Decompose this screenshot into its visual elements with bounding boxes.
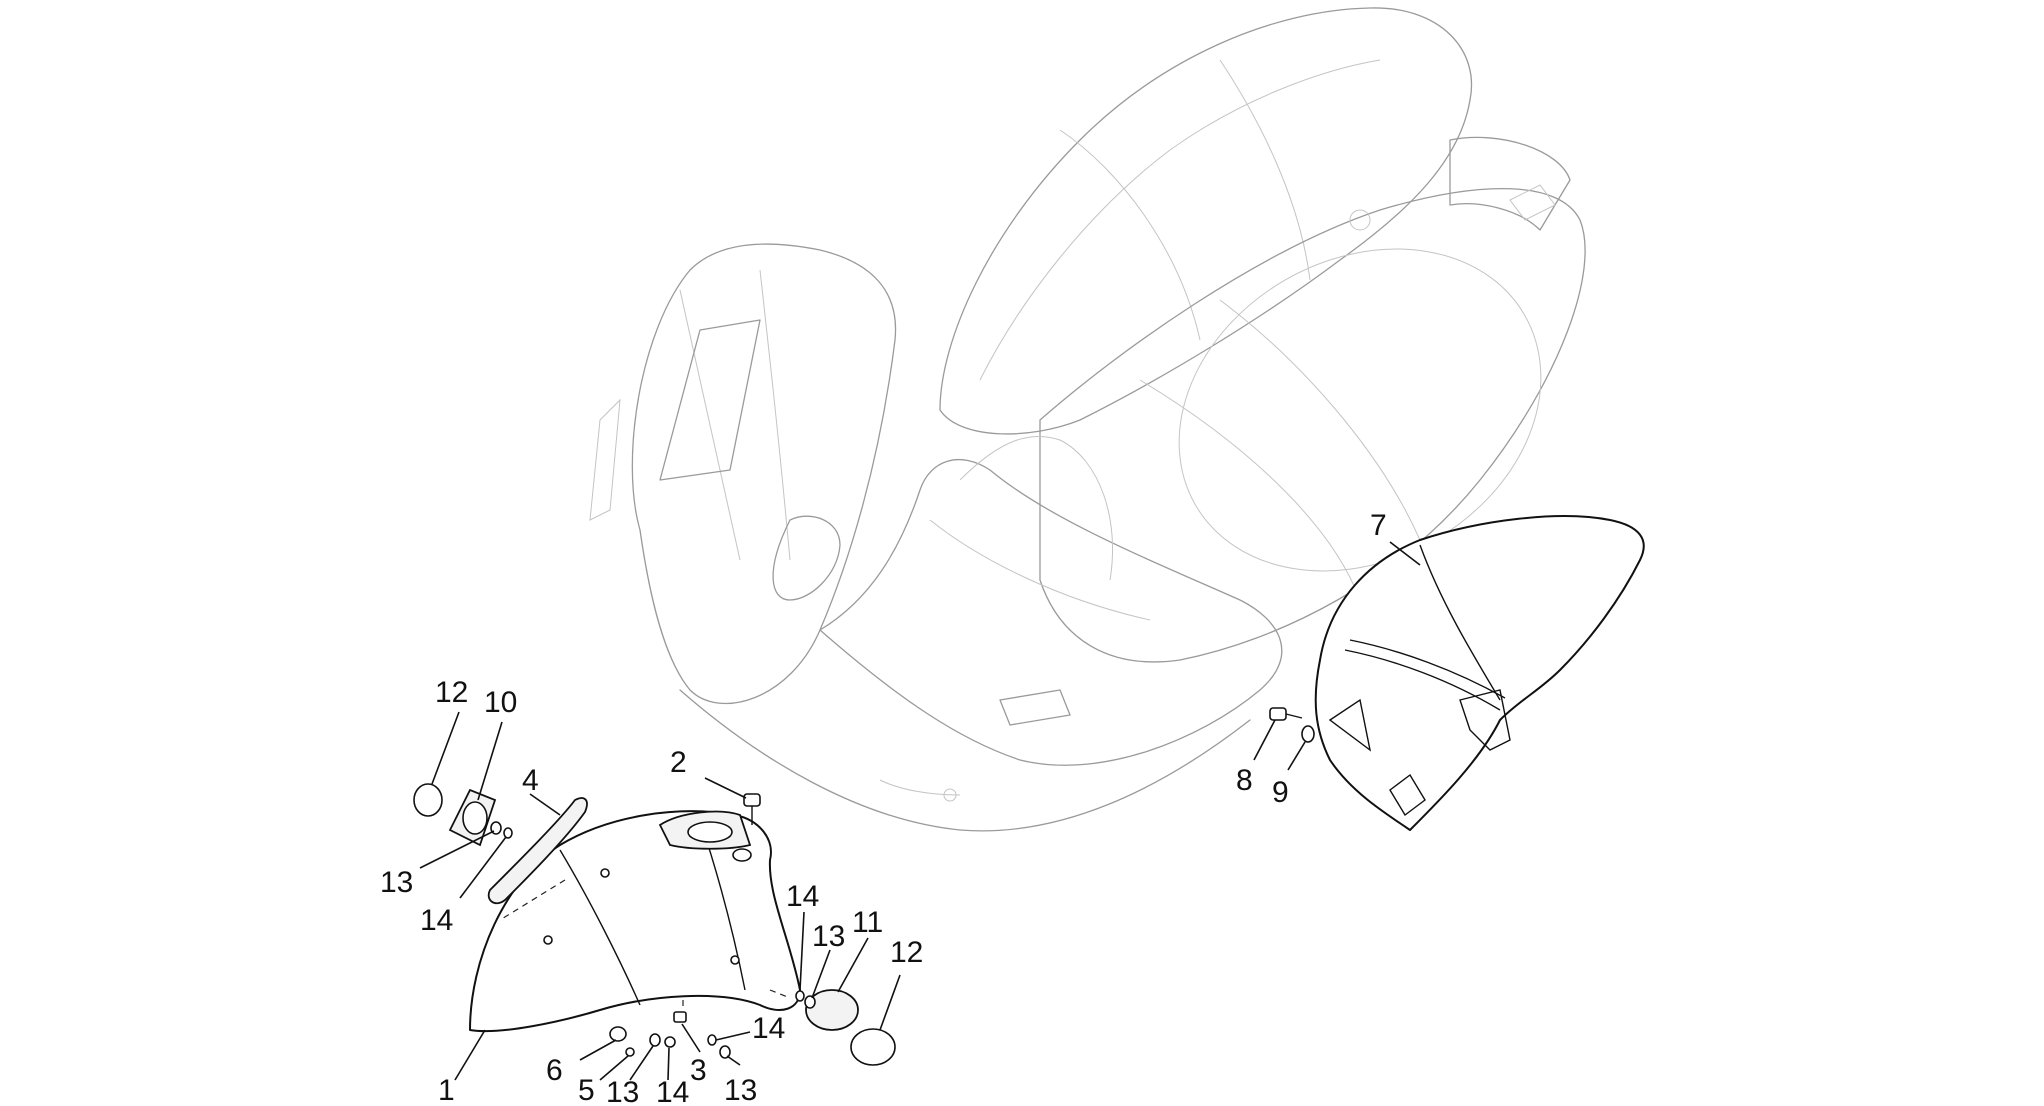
callout-14-lower-b: 14 — [752, 1012, 785, 1045]
part-1-front-mudguard — [469, 810, 801, 1033]
part-8-screw — [1269, 707, 1303, 721]
part-14-washer-lower-a — [664, 1036, 676, 1048]
part-13-nut-lower-b — [719, 1045, 731, 1059]
callout-9: 9 — [1272, 776, 1289, 809]
part-5-screw — [625, 1047, 635, 1057]
callout-12-left: 12 — [435, 676, 468, 709]
callout-11: 11 — [852, 906, 883, 939]
callout-12-right: 12 — [890, 936, 923, 969]
callout-6: 6 — [546, 1054, 563, 1087]
callout-2: 2 — [670, 746, 687, 779]
part-12-cap-left — [413, 783, 443, 817]
callout-8: 8 — [1236, 764, 1253, 797]
part-13-nut-lower-a — [649, 1033, 661, 1047]
callout-7: 7 — [1370, 509, 1387, 542]
leader-lines — [419, 541, 1421, 1081]
part-4-seal-strip — [487, 797, 588, 905]
callout-10: 10 — [484, 686, 517, 719]
scooter-body-outline — [589, 7, 1586, 832]
callout-14-lower-a: 14 — [656, 1076, 689, 1106]
callout-13-left: 13 — [380, 866, 413, 899]
callout-14-right: 14 — [786, 880, 819, 913]
callout-1: 1 — [438, 1074, 455, 1106]
callout-labels: 1 2 3 4 5 6 7 8 9 10 11 12 12 13 13 13 1… — [380, 509, 1387, 1106]
part-14-washer-right — [795, 990, 805, 1002]
callout-13-right: 13 — [812, 920, 845, 953]
callout-14-left: 14 — [420, 904, 453, 937]
part-3-clip — [673, 1011, 687, 1023]
callout-3: 3 — [690, 1054, 707, 1087]
callout-13-lower-b: 13 — [724, 1074, 757, 1106]
part-12-cap-right — [850, 1028, 896, 1066]
part-14-washer-lower-b — [707, 1034, 717, 1046]
part-7-rear-mudguard — [1314, 515, 1645, 831]
part-6-plug — [609, 1026, 627, 1042]
part-2-screw — [743, 793, 761, 825]
part-14-washer-left — [503, 827, 513, 839]
callout-5: 5 — [578, 1074, 595, 1106]
callout-4: 4 — [522, 764, 539, 797]
part-13-nut-right — [804, 995, 816, 1009]
part-9-washer — [1301, 725, 1315, 743]
part-10-badge-holder — [448, 788, 497, 847]
part-11-badge-holder — [805, 989, 859, 1031]
part-11-guide — [769, 989, 791, 999]
callout-13-lower-a: 13 — [606, 1076, 639, 1106]
part-4-guide — [499, 879, 566, 921]
